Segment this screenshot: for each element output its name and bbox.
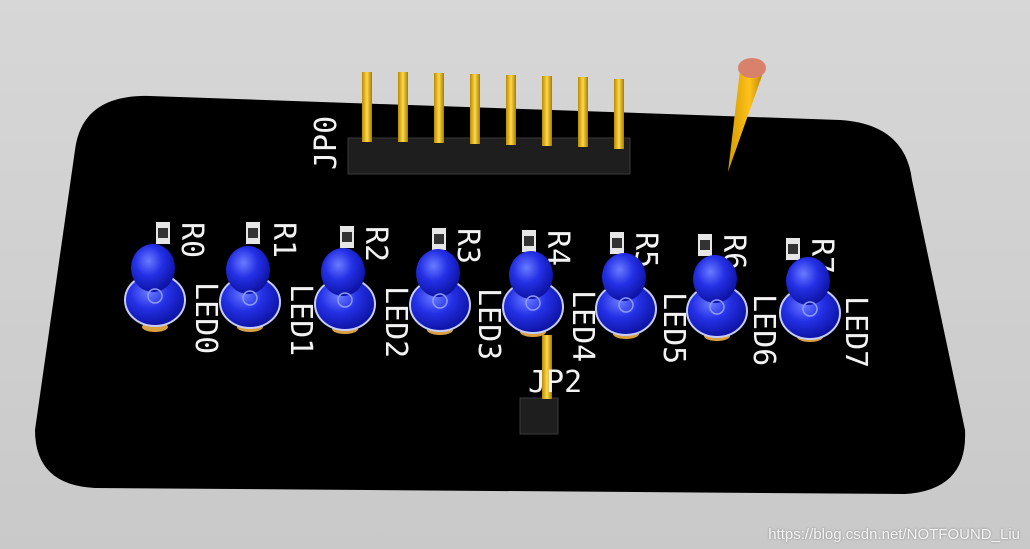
led-7 [779, 257, 841, 342]
led-5 [595, 253, 657, 339]
resistor-label-r0: R0 [174, 222, 209, 258]
header-pins [362, 72, 624, 149]
resistor-label-r3: R3 [450, 228, 485, 264]
led-label-5: LED5 [656, 292, 691, 364]
resistor-label-r2: R2 [358, 226, 393, 262]
led-6 [686, 255, 748, 341]
led-label-1: LED1 [283, 284, 318, 356]
watermark-url: https://blog.csdn.net/NOTFOUND_Liu [768, 526, 1020, 543]
led-label-4: LED4 [565, 290, 600, 362]
led-1 [219, 246, 281, 332]
led-4 [502, 251, 564, 337]
jumper-label: JP2 [528, 365, 582, 400]
resistor-label-r1: R1 [266, 222, 301, 258]
led-label-0: LED0 [188, 282, 223, 354]
header-label: JP0 [309, 116, 344, 170]
led-label-3: LED3 [471, 288, 506, 360]
resistor-pads [156, 222, 800, 260]
led-3 [409, 249, 471, 335]
led-label-7: LED7 [838, 296, 873, 368]
header-jp0: JP0 [309, 72, 631, 175]
led-2 [314, 248, 376, 334]
led-label-2: LED2 [378, 286, 413, 358]
led-0 [124, 244, 186, 332]
pcb-board [35, 95, 966, 494]
led-label-6: LED6 [746, 294, 781, 366]
cone-probe [728, 58, 766, 172]
jumper-jp2: JP2 [519, 335, 582, 435]
